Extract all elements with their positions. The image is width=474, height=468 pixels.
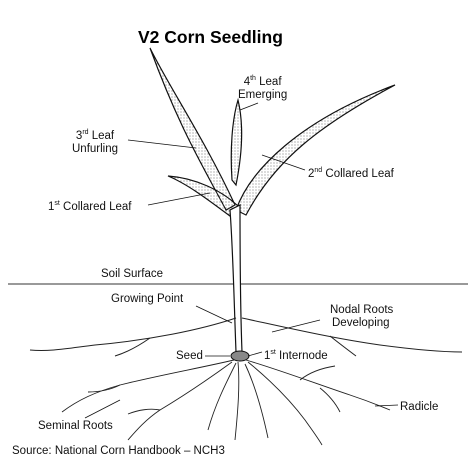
label-1st-collared-rest: Collared Leaf (59, 201, 132, 213)
source-caption: Source: National Corn Handbook – NCH3 (12, 445, 225, 457)
label-4th-leaf-num: 4 (243, 76, 251, 88)
label-1st-internode-sup: st (270, 349, 276, 356)
stem (229, 204, 243, 353)
label-3rd-leaf-num: 3 (75, 130, 83, 142)
label-4th-leaf-sup: th (250, 75, 256, 82)
second-collared-leaf (235, 84, 396, 216)
label-seed: Seed (176, 350, 203, 362)
fourth-leaf (230, 97, 243, 187)
label-seminal-roots: Seminal Roots (38, 420, 113, 432)
label-1st-collared-num: 1 (48, 201, 55, 213)
diagram-title: V2 Corn Seedling (138, 27, 283, 47)
label-3rd-leaf-unfurling: 3rd Leaf Unfurling (72, 129, 119, 156)
label-1st-collared-leaf: 1st Collared Leaf (48, 200, 132, 214)
label-1st-internode-rest: Internode (275, 350, 328, 362)
label-3rd-leaf-rest: Leaf (88, 130, 115, 142)
label-2nd-collared-num: 2 (308, 168, 315, 180)
label-1st-collared-sup: st (54, 200, 60, 207)
radicle (244, 359, 391, 446)
leader-lines (84, 102, 399, 419)
label-2nd-collared-rest: Collared Leaf (322, 168, 394, 180)
label-3rd-leaf-sup: rd (82, 129, 89, 136)
label-4th-leaf-line2: Emerging (238, 89, 288, 101)
label-2nd-collared-sup: nd (314, 167, 323, 174)
label-4th-leaf-emerging: 4th Leaf Emerging (238, 75, 288, 102)
label-soil-surface: Soil Surface (101, 268, 164, 280)
nodal-roots (29, 317, 463, 357)
label-1st-internode: 1st Internode (264, 349, 328, 363)
label-nodal-roots-line1: Nodal Roots (330, 304, 394, 316)
label-radicle: Radicle (400, 401, 439, 413)
label-nodal-roots-developing: Nodal Roots Developing (330, 304, 393, 330)
seminal-roots (61, 359, 240, 441)
label-nodal-roots-line2: Developing (332, 317, 390, 329)
label-growing-point: Growing Point (111, 293, 184, 305)
seed (230, 350, 250, 362)
label-1st-internode-num: 1 (264, 350, 271, 362)
label-4th-leaf-rest: Leaf (255, 76, 282, 88)
label-2nd-collared-leaf: 2nd Collared Leaf (308, 167, 394, 181)
third-leaf (149, 47, 236, 211)
label-3rd-leaf-line2: Unfurling (72, 143, 119, 155)
